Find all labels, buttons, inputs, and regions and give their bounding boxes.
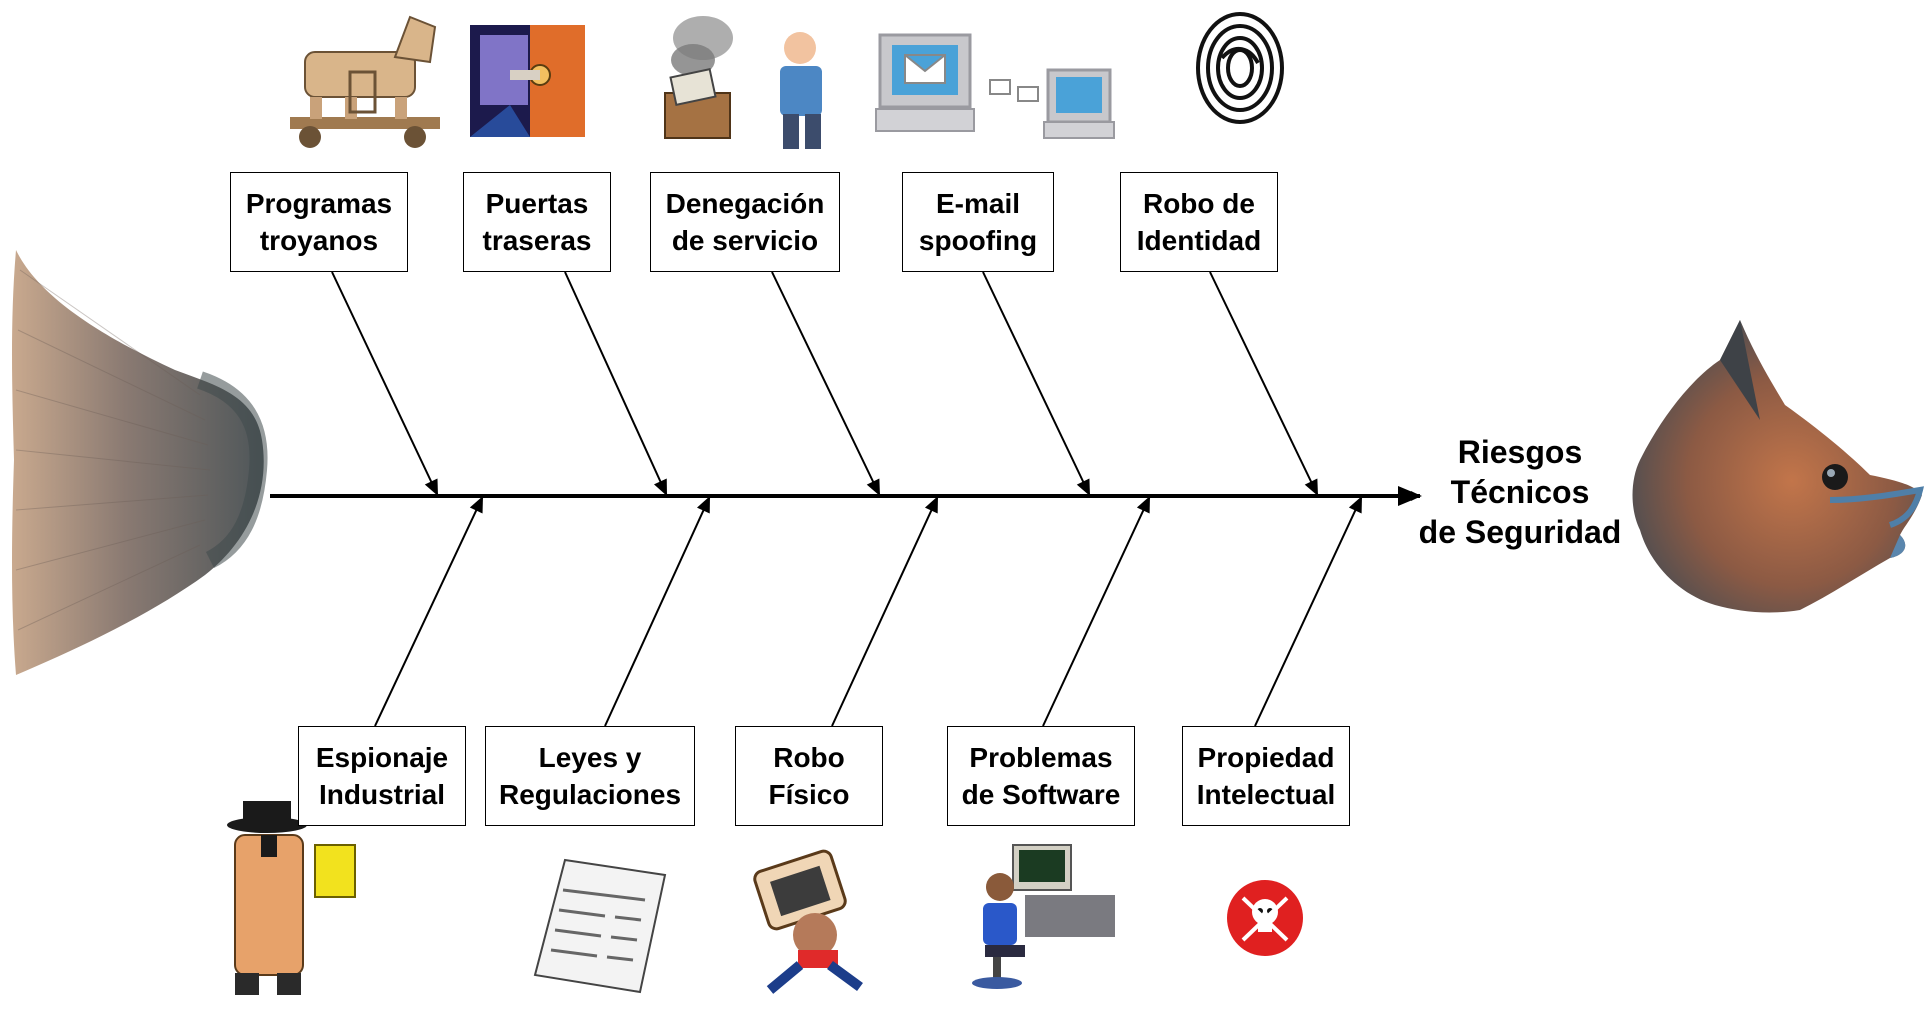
bottom-cause-arrow-head	[1348, 496, 1362, 514]
document-icon	[533, 858, 667, 994]
cause-box-bottom: Leyes y Regulaciones	[485, 726, 695, 826]
cause-box-bottom: Robo Físico	[735, 726, 883, 826]
top-cause-arrow-head	[1304, 478, 1318, 496]
trojan-horse-icon	[290, 15, 440, 148]
cause-box-top: Robo de Identidad	[1120, 172, 1278, 272]
top-cause-arrow	[982, 271, 1091, 497]
skull-crossbones-icon	[1227, 880, 1303, 956]
bottom-cause-arrow-head	[1136, 496, 1150, 514]
top-cause-arrow	[771, 271, 881, 497]
bottom-cause-arrow	[374, 495, 484, 727]
fish-tail-icon	[12, 250, 268, 675]
top-cause-arrow-head	[866, 478, 880, 496]
key-door-icon	[470, 25, 585, 137]
fingerprint-icon	[1196, 12, 1284, 124]
top-cause-arrow-head	[653, 478, 667, 496]
top-cause-arrow	[1209, 271, 1319, 497]
broken-computer-icon	[664, 16, 822, 149]
cause-arrows	[331, 271, 1363, 727]
top-cause-arrow-head	[424, 478, 438, 496]
cause-box-top: Programas troyanos	[230, 172, 408, 272]
cause-box-top: Puertas traseras	[463, 172, 611, 272]
cause-box-top: Denegación de servicio	[650, 172, 840, 272]
bottom-cause-arrow	[1042, 495, 1151, 727]
bottom-cause-arrow	[831, 495, 939, 727]
email-computers-icon	[875, 33, 1115, 139]
thief-monitor-icon	[753, 849, 863, 994]
bottom-cause-arrow-head	[924, 496, 938, 514]
top-cause-arrow	[564, 271, 668, 497]
cause-box-bottom: Espionaje Industrial	[298, 726, 466, 826]
spine-arrow-head	[1398, 486, 1422, 506]
bottom-cause-arrow	[1254, 495, 1363, 727]
top-cause-arrow	[331, 271, 439, 497]
spy-icon	[227, 801, 356, 995]
computer-user-icon	[972, 844, 1115, 989]
bottom-cause-arrow-head	[696, 496, 710, 514]
cause-box-bottom: Propiedad Intelectual	[1182, 726, 1350, 826]
cause-box-top: E-mail spoofing	[902, 172, 1054, 272]
bottom-cause-arrow-head	[469, 496, 483, 514]
cause-box-bottom: Problemas de Software	[947, 726, 1135, 826]
effect-label: Riesgos Técnicos de Seguridad	[1418, 434, 1622, 550]
bottom-cause-arrow	[604, 495, 711, 727]
top-cause-arrow-head	[1076, 478, 1090, 496]
fish-head-icon	[1632, 320, 1925, 613]
